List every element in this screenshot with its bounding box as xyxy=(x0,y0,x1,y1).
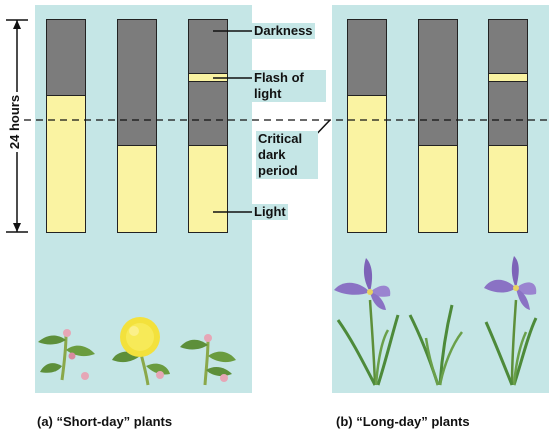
arrow-down-icon xyxy=(13,223,21,232)
light-segment xyxy=(348,95,386,232)
critical-line2: dark xyxy=(258,147,286,162)
long-day-caption: (b) “Long-day” plants xyxy=(336,414,470,429)
flash-of-light-segment xyxy=(489,73,527,82)
short-day-bar-2 xyxy=(117,19,157,233)
critical-dark-period-label: Critical dark period xyxy=(256,131,318,179)
light-segment xyxy=(419,145,457,232)
long-day-bar-2 xyxy=(418,19,458,233)
short-day-plant-1 xyxy=(38,329,95,381)
light-segment xyxy=(489,145,527,232)
light-segment xyxy=(189,145,227,232)
arrow-up-icon xyxy=(13,20,21,29)
flash-of-light-label: Flash of light xyxy=(252,70,326,102)
light-segment xyxy=(118,145,156,232)
darkness-segment xyxy=(118,20,156,147)
time-axis-label: 24 hours xyxy=(7,92,23,152)
darkness-segment xyxy=(348,20,386,97)
flash-of-light-segment xyxy=(189,73,227,82)
long-day-bar-1 xyxy=(347,19,387,233)
short-day-plant-3 xyxy=(180,334,236,386)
short-day-plant-2 xyxy=(112,317,170,386)
light-segment xyxy=(47,95,85,232)
short-day-bar-3 xyxy=(188,19,228,233)
flash-of-light-line2: light xyxy=(254,86,282,101)
long-day-iris-3 xyxy=(484,256,538,386)
short-day-caption: (a) “Short-day” plants xyxy=(37,414,173,429)
long-day-iris-1 xyxy=(334,258,400,386)
darkness-segment xyxy=(47,20,85,97)
darkness-segment xyxy=(419,20,457,147)
darkness-segment xyxy=(489,20,527,147)
critical-line3: period xyxy=(258,163,298,178)
critical-line1: Critical xyxy=(258,131,303,146)
flash-of-light-line1: Flash of xyxy=(254,70,304,85)
darkness-segment xyxy=(189,20,227,147)
darkness-label: Darkness xyxy=(252,23,315,39)
long-day-grass-2 xyxy=(408,304,463,386)
long-day-bar-3 xyxy=(488,19,528,233)
short-day-bar-1 xyxy=(46,19,86,233)
light-label: Light xyxy=(252,204,288,220)
leader-lines xyxy=(213,30,331,213)
